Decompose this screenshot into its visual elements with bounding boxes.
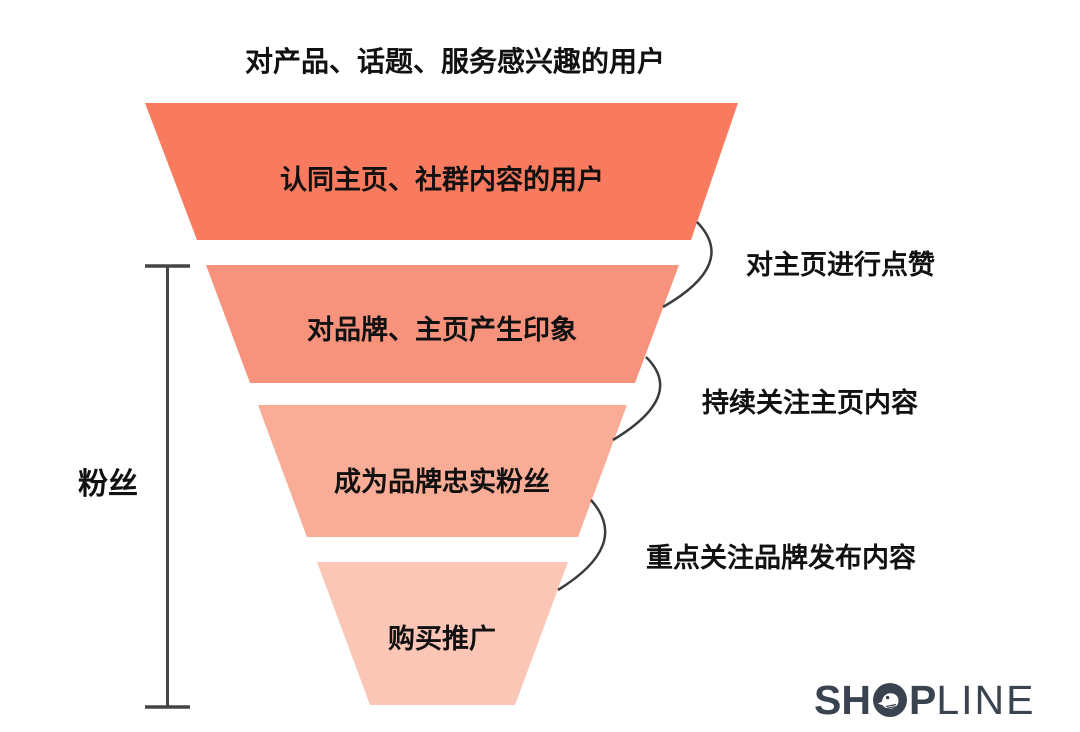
funnel-tier-4-label: 购买推广 (388, 624, 496, 654)
logo-text-sh: SH (814, 676, 871, 723)
logo-text-p: P (908, 676, 937, 723)
funnel-tier-3-label: 成为品牌忠实粉丝 (334, 467, 550, 497)
connector-arc-3 (557, 499, 607, 592)
connector-arc-1 (662, 221, 713, 309)
annotation-follow-content: 持续关注主页内容 (702, 388, 918, 418)
logo-text-line: LINE (936, 676, 1036, 723)
diagram-title: 对产品、话题、服务感兴趣的用户 (244, 46, 665, 77)
connector-arc-2 (612, 356, 662, 442)
fans-bracket-label: 粉丝 (78, 468, 138, 501)
shopline-logo: SH P LINE (814, 679, 1035, 721)
shopline-o-bird-icon (872, 683, 907, 717)
fans-bracket (145, 264, 190, 709)
funnel-tier-1-label: 认同主页、社群内容的用户 (280, 165, 604, 195)
annotation-like-page: 对主页进行点赞 (746, 250, 935, 280)
funnel-tier-4-shape (317, 562, 568, 705)
funnel-tier-1-shape (145, 103, 738, 240)
funnel-tier-2-label: 对品牌、主页产生印象 (307, 315, 577, 345)
funnel-tier-2-shape (206, 265, 679, 383)
annotation-focus-brand-content: 重点关注品牌发布内容 (646, 543, 916, 573)
funnel-tier-3-shape (258, 405, 627, 537)
